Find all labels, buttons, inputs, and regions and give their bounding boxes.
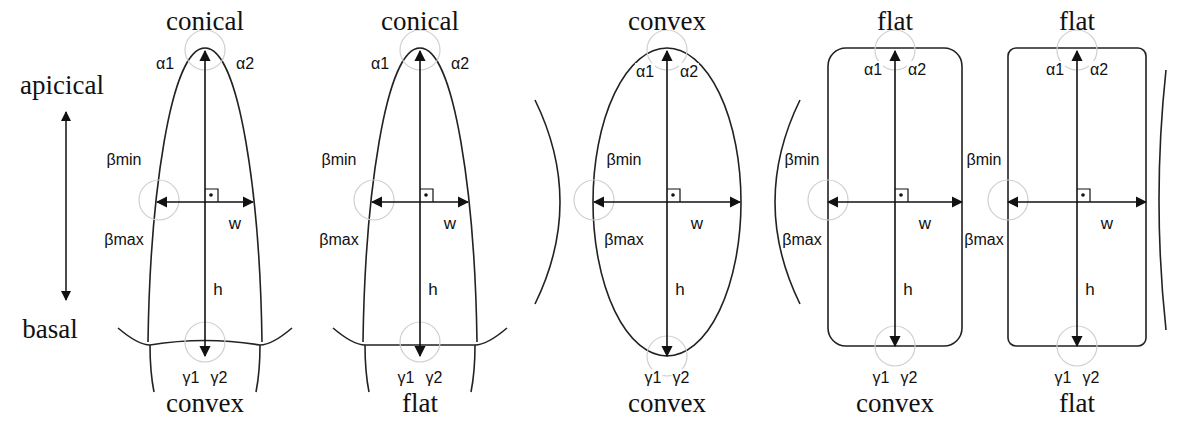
shape-label: conical xyxy=(380,7,460,37)
angle-arc xyxy=(574,180,614,220)
axis-arrow xyxy=(65,112,67,300)
measure-label: α1 xyxy=(155,55,175,73)
width-arrow xyxy=(1008,201,1146,203)
cell-outline xyxy=(1008,48,1166,346)
shape-label: flat xyxy=(1058,7,1096,37)
measure-label: h xyxy=(902,281,913,300)
right-angle-mark xyxy=(205,189,218,202)
measure-label: α2 xyxy=(1089,61,1109,79)
shape-label: convex xyxy=(627,7,707,37)
measure-label: α2 xyxy=(450,55,470,73)
measure-label: γ2 xyxy=(425,369,444,387)
angle-arc xyxy=(354,180,394,220)
measure-label: α2 xyxy=(679,63,699,81)
measure-label: βmin xyxy=(106,151,143,169)
shape-label: convex xyxy=(165,389,245,419)
measure-label: α1 xyxy=(863,61,883,79)
shape-label: basal xyxy=(21,315,78,345)
measure-label: α2 xyxy=(235,55,255,73)
measure-label: w xyxy=(443,215,457,234)
measure-label: γ1 xyxy=(397,369,416,387)
measure-label: γ1 xyxy=(872,369,891,387)
measure-label: w xyxy=(228,215,242,234)
measure-label: βmax xyxy=(603,231,644,249)
angle-arc xyxy=(808,180,848,220)
right-angle-dot xyxy=(424,193,428,197)
shape-label: conical xyxy=(165,7,245,37)
angle-arc xyxy=(139,180,179,220)
measure-label: βmax xyxy=(781,231,822,249)
measure-label: βmax xyxy=(103,231,144,249)
measure-label: h xyxy=(1084,281,1095,300)
measure-label: α1 xyxy=(635,63,655,81)
width-arrow xyxy=(828,201,962,203)
measure-label: βmin xyxy=(966,151,1003,169)
measure-label: βmax xyxy=(318,231,359,249)
measure-label: h xyxy=(212,281,223,300)
measure-label: α2 xyxy=(907,61,927,79)
measure-label: w xyxy=(1100,215,1114,234)
angle-arc xyxy=(988,180,1028,220)
shape-label: apicical xyxy=(19,71,105,101)
height-arrow xyxy=(666,51,668,356)
shape-label: flat xyxy=(876,7,914,37)
measure-label: βmax xyxy=(963,231,1004,249)
measure-label: α1 xyxy=(1045,61,1065,79)
height-arrow xyxy=(1076,51,1078,346)
shape-label: convex xyxy=(627,389,707,419)
measure-label: βmin xyxy=(606,151,643,169)
height-arrow xyxy=(894,51,896,346)
right-angle-mark xyxy=(1077,189,1090,202)
shape-label: convex xyxy=(855,389,935,419)
right-angle-mark xyxy=(895,189,908,202)
cell-outline xyxy=(118,48,292,392)
right-angle-dot xyxy=(1081,193,1085,197)
width-arrow xyxy=(157,201,253,203)
right-angle-mark xyxy=(420,189,433,202)
right-angle-dot xyxy=(899,193,903,197)
measure-label: βmin xyxy=(321,151,358,169)
height-arrow xyxy=(204,51,206,356)
width-arrow xyxy=(594,201,740,203)
measure-label: h xyxy=(427,281,438,300)
shape-label: flat xyxy=(1058,389,1096,419)
right-angle-dot xyxy=(671,193,675,197)
measure-label: γ2 xyxy=(672,369,691,387)
height-arrow xyxy=(419,51,421,356)
measure-label: h xyxy=(674,281,685,300)
measure-label: w xyxy=(690,215,704,234)
cell-outline xyxy=(333,48,507,392)
measure-label: γ2 xyxy=(900,369,919,387)
measure-label: γ2 xyxy=(1082,369,1101,387)
measure-lines xyxy=(139,30,1146,376)
measure-label: w xyxy=(918,215,932,234)
right-angle-dot xyxy=(209,193,213,197)
right-angle-mark xyxy=(667,189,680,202)
measure-label: γ1 xyxy=(1054,369,1073,387)
measure-label: α1 xyxy=(370,55,390,73)
shape-label: flat xyxy=(401,389,439,419)
cell-outline xyxy=(535,48,800,356)
measure-label: γ1 xyxy=(182,369,201,387)
measure-label: γ1 xyxy=(644,369,663,387)
measure-label: γ2 xyxy=(210,369,229,387)
measure-label: βmin xyxy=(784,151,821,169)
width-arrow xyxy=(372,201,468,203)
